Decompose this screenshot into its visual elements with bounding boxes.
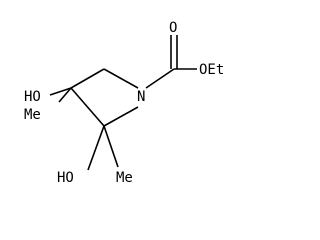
bond-c3-c2: [103, 106, 139, 127]
c3-methyl-label: Me: [116, 170, 133, 186]
chemical-structure: O OEt N HO Me HO Me: [24, 20, 224, 186]
c4-methyl-label: Me: [24, 107, 41, 123]
bond-n-carbonyl-c: [145, 68, 175, 89]
carbonyl-oxygen-label: O: [169, 20, 177, 36]
bond-c3-hydroxyl: [87, 125, 105, 171]
bond-c6-c5: [103, 68, 139, 89]
nitrogen-label: N: [137, 89, 145, 105]
bond-c5-c4: [70, 68, 105, 89]
bond-c4-c3: [70, 87, 105, 127]
c3-hydroxyl-label: HO: [57, 170, 74, 186]
bond-c4-hydroxyl: [58, 87, 72, 103]
c4-hydroxyl-label: HO: [24, 89, 41, 105]
ester-oet-label: OEt: [199, 62, 224, 78]
bond-c3-methyl: [103, 125, 119, 168]
bond-c4-methyl: [49, 87, 72, 96]
